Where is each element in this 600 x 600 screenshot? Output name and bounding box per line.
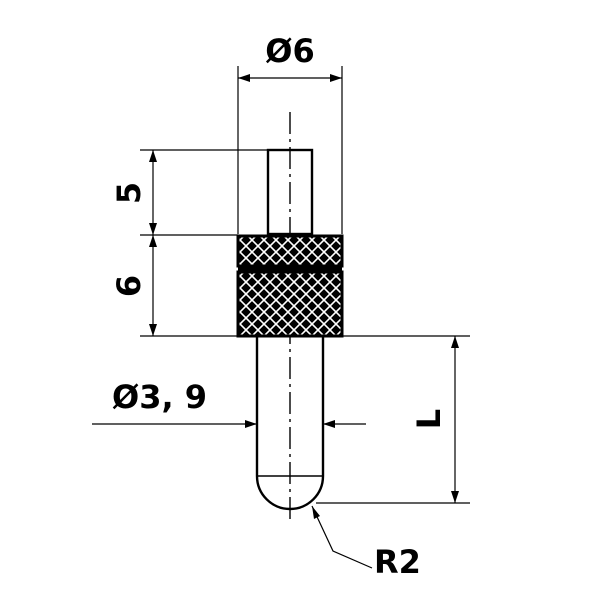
length-6-label: 6 (110, 275, 148, 297)
radius-leader (311, 505, 373, 569)
radius-r2-label: R2 (374, 543, 421, 581)
length-l-label: L (410, 409, 448, 429)
knurled-sleeve (236, 234, 344, 338)
threaded-pin (266, 148, 314, 236)
diameter-3-9-dimension (92, 420, 366, 428)
vertical-length-dimensions (140, 149, 268, 337)
diameter-3-9-label: Ø3, 9 (112, 378, 207, 416)
length-l-dimension (316, 335, 470, 504)
length-5-label: 5 (110, 182, 148, 204)
shaft (255, 336, 325, 511)
diameter-6-label: Ø6 (265, 32, 314, 70)
